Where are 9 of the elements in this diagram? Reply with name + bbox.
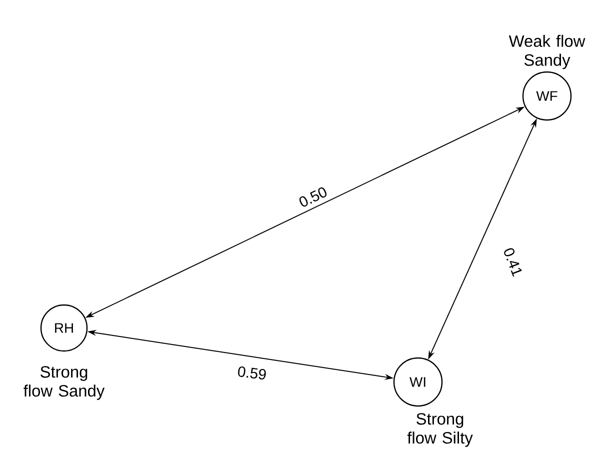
circle-node: RH: [40, 304, 88, 352]
circle-node: WI: [393, 357, 443, 407]
edge-label: 0.41: [504, 248, 522, 277]
node-caption: Weak flow Sandy: [508, 34, 586, 70]
node-caption: Strong flow Sandy: [24, 366, 105, 400]
edge-label: 0.59: [238, 366, 266, 380]
circle-node: WF: [522, 71, 572, 121]
edge-label: 0.50: [299, 187, 326, 207]
node-caption: Strong flow Silty: [407, 413, 473, 447]
